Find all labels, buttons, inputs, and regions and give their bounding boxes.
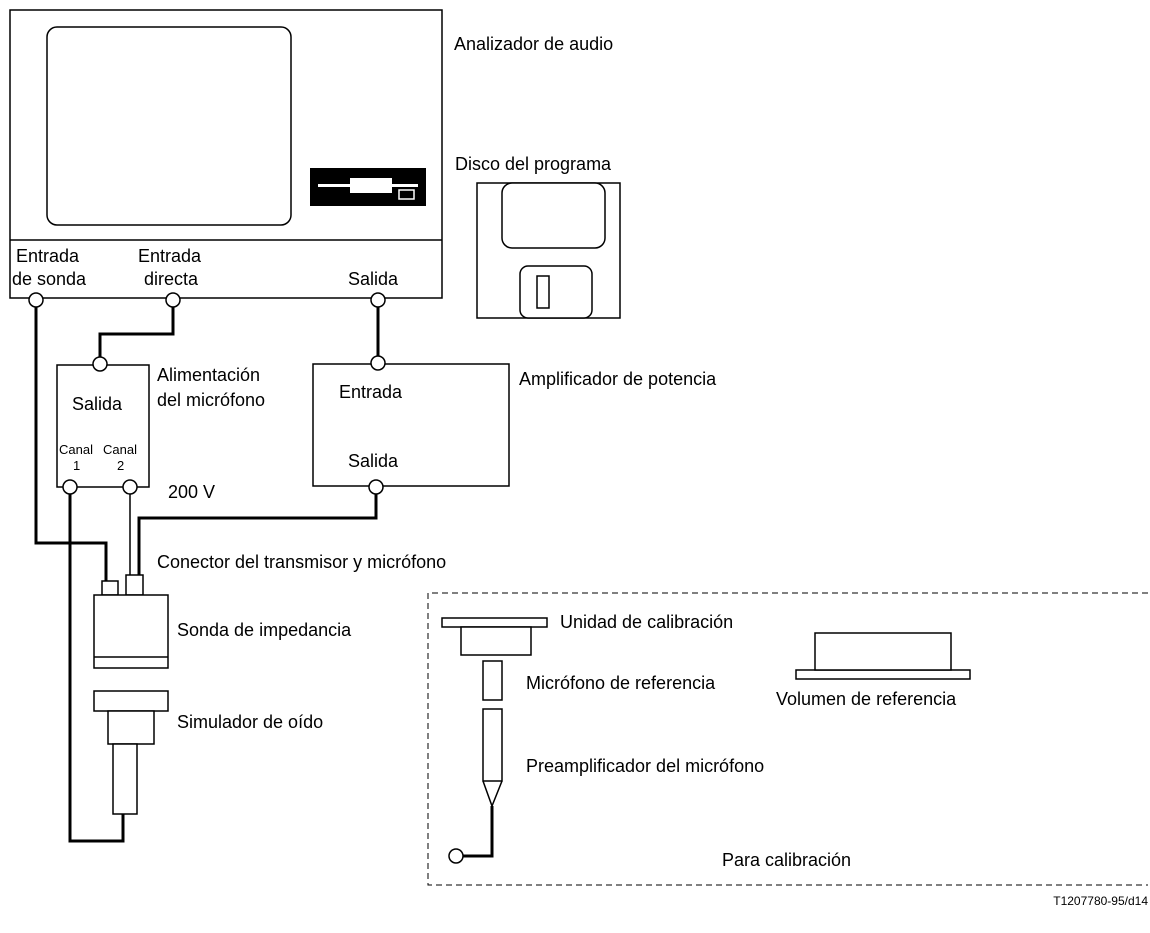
- cable-channel1-loop: [68, 494, 125, 843]
- program-disk: Disco del programa: [455, 154, 621, 319]
- channel2-label-line1: Canal: [103, 442, 137, 457]
- amplifier-box: [312, 363, 510, 487]
- ear-simulator-tube: [112, 743, 138, 815]
- figure-id: T1207780-95/d14: [1053, 894, 1148, 908]
- channel1-jack: [62, 479, 78, 495]
- audio-analyzer-label: Analizador de audio: [454, 34, 613, 54]
- impedance-probe-assembly: [93, 574, 169, 815]
- probe-input-label-line2: de sonda: [12, 269, 87, 289]
- calibration-section: Unidad de calibración Micrófono de refer…: [427, 592, 1148, 886]
- cables: [34, 307, 380, 843]
- impedance-probe-body: [93, 594, 169, 669]
- amp-input-label: Entrada: [339, 382, 403, 402]
- connector-pin-1: [101, 580, 119, 596]
- ear-simulator-neck: [107, 710, 155, 745]
- ear-simulator-label: Simulador de oído: [177, 712, 323, 732]
- mic-preamplifier-label: Preamplificador del micrófono: [526, 756, 764, 776]
- channel1-label-line2: 1: [73, 458, 80, 473]
- analyzer-output-label: Salida: [348, 269, 399, 289]
- amp-input-jack: [370, 355, 386, 371]
- calibration-unit-top: [441, 617, 548, 628]
- mic-power-output-label: Salida: [72, 394, 123, 414]
- preamplifier-cable: [462, 806, 494, 858]
- analyzer-output-jack: [370, 292, 386, 308]
- probe-input-label-line1: Entrada: [16, 246, 80, 266]
- calibration-unit-body: [460, 626, 532, 656]
- floppy-label-area: [501, 182, 606, 249]
- reference-volume-body: [814, 632, 952, 671]
- disk-drive-slot: [310, 168, 426, 206]
- amp-output-jack: [368, 479, 384, 495]
- reference-volume-base: [795, 669, 971, 680]
- preamplifier-shape: [482, 708, 503, 809]
- direct-input-label-line2: directa: [144, 269, 199, 289]
- mic-power-label-line1: Alimentación: [157, 365, 260, 385]
- reference-volume-label: Volumen de referencia: [776, 689, 957, 709]
- channel2-jack: [122, 479, 138, 495]
- reference-microphone-label: Micrófono de referencia: [526, 673, 716, 693]
- cable-amp-out-to-connector: [137, 494, 378, 575]
- connectors: [28, 292, 386, 495]
- floppy-window: [536, 275, 550, 309]
- mic-power-output-jack: [92, 356, 108, 372]
- amp-output-label: Salida: [348, 451, 399, 471]
- probe-input-jack: [28, 292, 44, 308]
- calibration-dashed-border: [427, 592, 1148, 886]
- cable-direct-to-power: [98, 307, 175, 357]
- ear-simulator-plate: [93, 690, 169, 712]
- impedance-probe-label: Sonda de impedancia: [177, 620, 352, 640]
- connector-label: Conector del transmisor y micrófono: [157, 552, 446, 572]
- calibration-unit-label: Unidad de calibración: [560, 612, 733, 632]
- direct-input-jack: [165, 292, 181, 308]
- power-amplifier-label: Amplificador de potencia: [519, 369, 717, 389]
- preamplifier-plug: [448, 848, 464, 864]
- reference-microphone-shape: [482, 660, 503, 701]
- program-disk-label: Disco del programa: [455, 154, 612, 174]
- voltage-label: 200 V: [168, 482, 215, 502]
- for-calibration-label: Para calibración: [722, 850, 851, 870]
- power-amplifier: Entrada Salida Amplificador de potencia: [312, 363, 717, 487]
- audio-analyzer: Analizador de audio Entrada de sonda Ent…: [9, 9, 613, 299]
- microphone-power-supply: Salida Canal 1 Canal 2 Alimentación del …: [56, 364, 265, 502]
- floppy-shutter: [519, 265, 593, 319]
- direct-input-label-line1: Entrada: [138, 246, 202, 266]
- mic-power-label-line2: del micrófono: [157, 390, 265, 410]
- mic-power-box: [56, 364, 150, 488]
- analyzer-screen: [46, 26, 292, 226]
- channel2-label-line2: 2: [117, 458, 124, 473]
- channel1-label-line1: Canal: [59, 442, 93, 457]
- connector-pin-2: [125, 574, 144, 596]
